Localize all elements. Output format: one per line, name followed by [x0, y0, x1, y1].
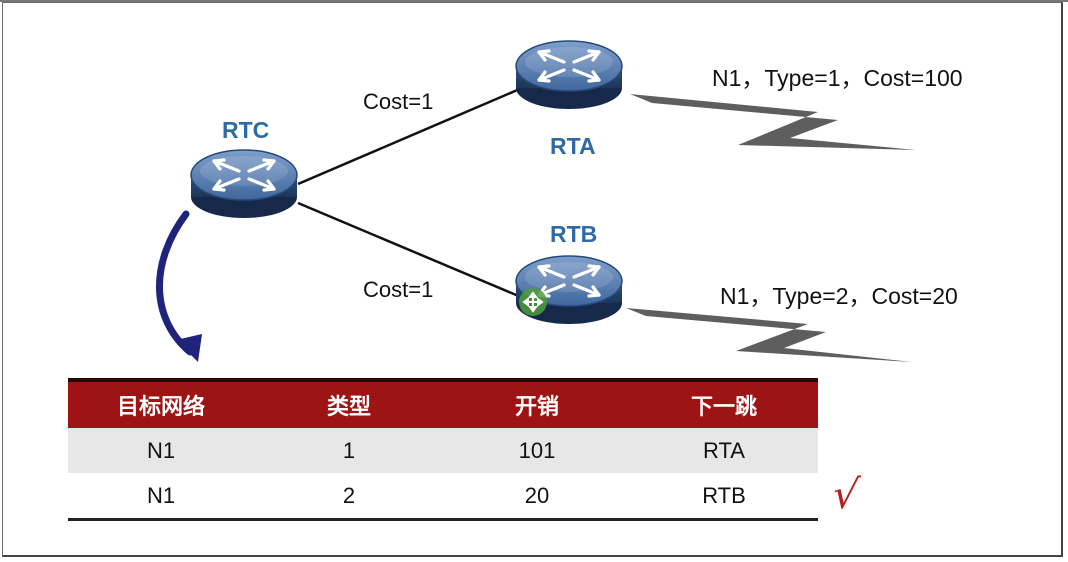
header-next-hop: 下一跳 — [630, 378, 818, 428]
router-label-rtb: RTB — [550, 221, 598, 247]
link-rtc-rta — [297, 86, 523, 186]
external-route-via-rta: N1，Type=1，Cost=100 — [712, 65, 963, 91]
router-icon — [514, 39, 624, 111]
link-cost-rtc-rta: Cost=1 — [363, 89, 434, 114]
top-border — [0, 0, 1068, 2]
pointer-arrow-head — [176, 334, 202, 362]
router-label-rtc: RTC — [222, 117, 270, 143]
header-type: 类型 — [254, 378, 444, 428]
pointer-arrow — [156, 210, 194, 356]
table-row: N1 1 101 RTA — [68, 428, 818, 473]
move-cursor-icon — [519, 288, 547, 316]
link-rtc-rtb — [297, 201, 529, 302]
cell-cost: 101 — [444, 428, 630, 473]
lightning-bolt-icon — [630, 94, 916, 150]
cell-type: 1 — [254, 428, 444, 473]
cell-next-hop: RTA — [630, 428, 818, 473]
router-label-rta: RTA — [550, 133, 596, 159]
cell-type: 2 — [254, 473, 444, 521]
cell-destination: N1 — [68, 428, 254, 473]
link-cost-rtc-rtb: Cost=1 — [363, 277, 434, 302]
cell-destination: N1 — [68, 473, 254, 521]
header-cost: 开销 — [444, 378, 630, 428]
lightning-bolt-icon — [626, 308, 912, 362]
router-icon — [189, 148, 299, 220]
cell-next-hop: RTB — [630, 473, 818, 521]
routing-table-header: 目标网络 类型 开销 下一跳 — [68, 378, 818, 428]
header-destination: 目标网络 — [68, 378, 254, 428]
table-row: N1 2 20 RTB — [68, 473, 818, 521]
routing-table: 目标网络 类型 开销 下一跳 N1 1 101 RTA N1 2 20 RTB — [68, 378, 818, 521]
cell-cost: 20 — [444, 473, 630, 521]
external-route-via-rtb: N1，Type=2，Cost=20 — [720, 283, 958, 309]
